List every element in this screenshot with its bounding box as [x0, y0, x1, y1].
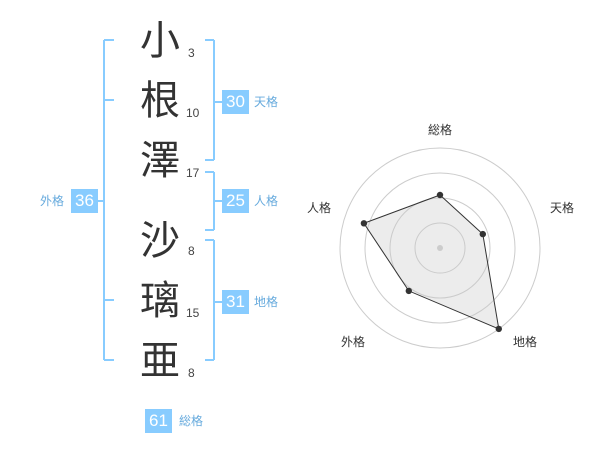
name-char-1: 小 [140, 18, 180, 64]
radar-center [437, 245, 443, 251]
radar-series-polygon [363, 194, 500, 330]
name-char-6: 亜 [140, 338, 180, 384]
stroke-count-3: 17 [186, 166, 200, 180]
gaikaku-label: 外格 [40, 194, 65, 208]
name-char-4: 沙 [140, 218, 180, 264]
radar-point-3 [495, 325, 502, 333]
radar-axis-label-2: 天格 [550, 200, 574, 215]
stroke-count-2: 10 [186, 106, 200, 120]
radar-axis-label-1: 総格 [428, 122, 452, 137]
chikaku-label: 地格 [254, 295, 279, 309]
tenkaku-bracket [205, 39, 222, 161]
stroke-count-5: 15 [186, 306, 200, 320]
radar-point-2 [479, 230, 486, 238]
soukaku-label: 総格 [179, 414, 204, 428]
tenkaku-value: 30 [222, 90, 249, 114]
radar-axis-label-4: 外格 [341, 334, 365, 349]
name-char-5: 璃 [140, 278, 180, 324]
chikaku-bracket [205, 239, 222, 361]
soukaku-value: 61 [145, 409, 172, 433]
tenkaku-label: 天格 [254, 95, 279, 109]
radar-axis-label-5: 人格 [307, 200, 331, 215]
jinkaku-bracket [205, 171, 222, 231]
name-char-3: 澤 [140, 138, 180, 184]
name-char-2: 根 [140, 78, 180, 124]
chikaku-value: 31 [222, 290, 249, 314]
radar-point-5 [360, 220, 368, 227]
stroke-count-1: 3 [188, 46, 195, 60]
radar-point-1 [436, 191, 444, 199]
radar-point-4 [405, 287, 412, 295]
radar-axis-label-3: 地格 [513, 334, 537, 349]
jinkaku-value: 25 [222, 189, 249, 213]
jinkaku-label: 人格 [254, 194, 279, 208]
stroke-count-6: 8 [188, 366, 195, 380]
stroke-count-4: 8 [188, 244, 195, 258]
gaikaku-value: 36 [71, 189, 98, 213]
